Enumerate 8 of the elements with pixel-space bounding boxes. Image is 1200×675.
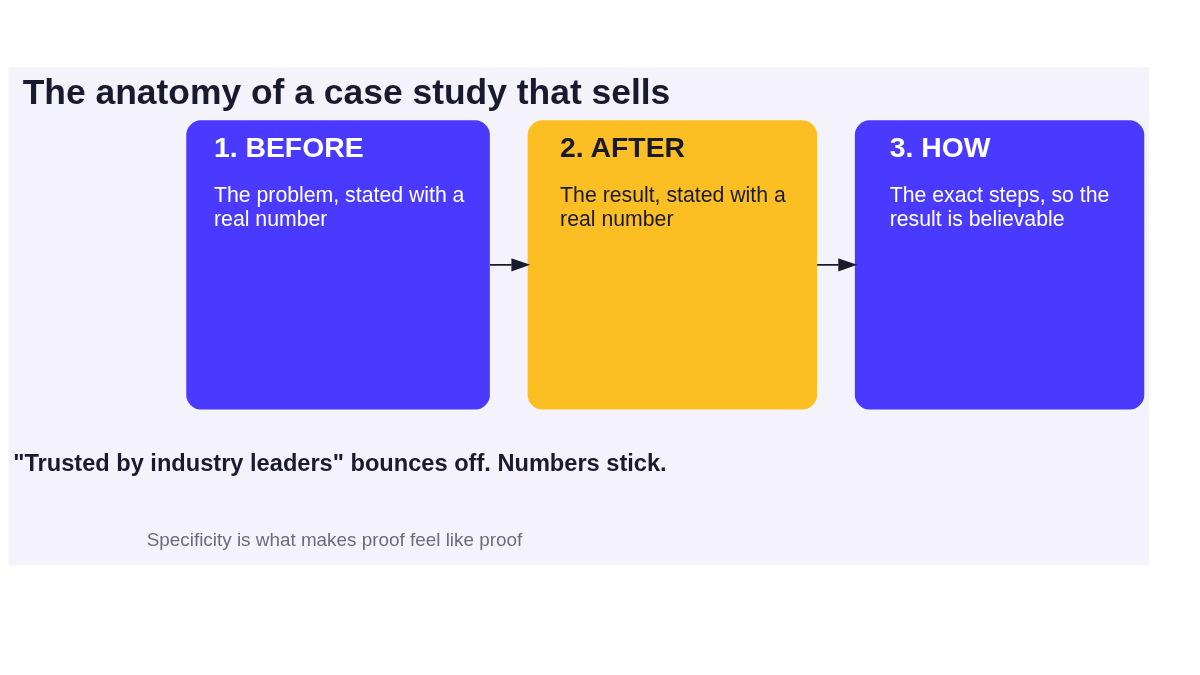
diagram-title: The anatomy of a case study that sells (22, 71, 671, 112)
node-box: 2. AFTER The result, stated with a real number (527, 120, 818, 410)
node-box: 1. BEFORE The problem, stated with a real number (186, 120, 490, 410)
arrow (816, 258, 858, 272)
node-box: 3. HOW The exact steps, so the result is believable (854, 120, 1145, 410)
arrow (488, 258, 531, 272)
label: "Trusted by industry leaders" bounces off. Numbers stick. (13, 449, 667, 476)
label: Specificity is what makes proof feel like proof (146, 529, 523, 551)
